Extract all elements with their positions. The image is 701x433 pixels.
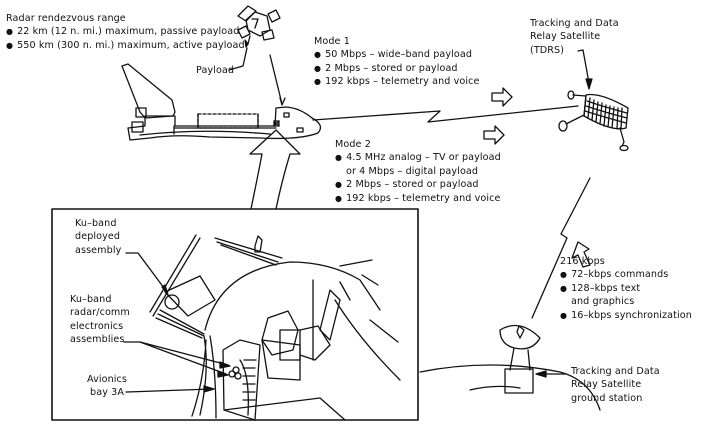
orbiter-fuselage [128,107,320,140]
ground-station-label-line: Relay Satellite [571,379,642,391]
tdrs-label: Tracking and Data Relay Satellite (TDRS) [530,17,619,57]
avionics-bay-label: Avionics bay 3A [87,373,127,400]
mode2-item-continued: or 4 Mbps – digital payload [346,165,479,177]
mode2-block: Mode 2 4.5 MHz analog – TV or payload or… [335,138,501,205]
mode1-item: 50 Mbps – wide–band payload [314,48,480,61]
inset-callout-arrow [250,130,300,209]
tdrs-leader-line [578,50,589,83]
mode1-arrow [492,88,512,106]
orbiter-tail-fin [122,64,175,118]
ku-electronics-label-line: electronics [70,320,124,332]
ground-station-label-line: ground station [571,392,643,404]
orbiter-engine-upper [136,108,146,117]
mode1-title: Mode 1 [314,36,350,47]
mode1-item: 192 kbps – telemetry and voice [314,75,480,88]
ground-station-label: Tracking and Data Relay Satellite ground… [571,365,660,405]
payload-leader-line [229,48,247,70]
inset-frame [52,209,418,420]
radar-range-block: Radar rendezvous range 22 km (12 n. mi.)… [6,12,245,52]
radar-range-passive: 22 km (12 n. mi.) maximum, passive paylo… [6,25,245,38]
uplink-item: 16–kbps synchronization [560,309,692,322]
ku-electronics-label-line: assemblies [70,334,125,346]
uplink-arrow [572,242,590,267]
mode2-item: 4.5 MHz analog – TV or payload [335,151,501,164]
ku-electronics-label-line: radar/comm [70,307,130,319]
tdrs-satellite [559,91,628,151]
uplink-title: 216 kbps [560,256,605,267]
ku-deployed-label-line: Ku–band [75,218,117,229]
tdrs-label-line: Tracking and Data [530,18,619,29]
mode1-item: 2 Mbps – stored or payload [314,62,480,75]
uplink-item-continued: and graphics [571,296,635,308]
uplink-item: 72–kbps commands [560,268,692,281]
earth-horizon [420,365,600,410]
inset-cutaway-drawing [150,235,400,420]
mode2-item: 192 kbps – telemetry and voice [335,192,501,205]
ku-electronics-leader-2 [140,342,226,374]
tdrs-label-line: (TDRS) [530,44,565,56]
comm-link-orbiter-tdrs [313,106,578,122]
uplink-block: 216 kbps 72–kbps commands 128–kbps text … [560,255,692,322]
ku-deployed-leader [126,253,167,292]
mode2-title: Mode 2 [335,139,371,150]
avionics-bay-label-line: Avionics [87,374,128,385]
ku-deployed-label-line: deployed [75,231,121,243]
radar-range-active: 550 km (300 n. mi.) maximum, active payl… [6,39,245,52]
ground-station-dish [500,326,540,394]
ground-station-label-line: Tracking and Data [571,366,660,377]
ku-deployed-label: Ku–band deployed assembly [75,217,121,257]
ku-deployed-label-line: assembly [75,244,122,256]
ku-electronics-label: Ku–band radar/comm electronics assemblie… [70,293,130,347]
comm-link-tdrs-ground [532,178,590,318]
uplink-item: 128–kbps text [560,282,692,295]
payload-label: Payload [196,65,235,76]
radar-range-title: Radar rendezvous range [6,13,126,24]
ku-electronics-label-line: Ku–band [70,294,112,305]
mode1-block: Mode 1 50 Mbps – wide–band payload 2 Mbp… [314,35,480,89]
mode2-arrow [484,126,504,144]
space-shuttle-orbiter [122,64,320,140]
tdrs-label-line: Relay Satellite [530,31,601,43]
orbiter-engine-lower [132,122,143,132]
mode2-item: 2 Mbps – stored or payload [335,178,501,191]
avionics-bay-label-line: bay 3A [90,387,124,399]
avionics-leader [126,389,212,392]
